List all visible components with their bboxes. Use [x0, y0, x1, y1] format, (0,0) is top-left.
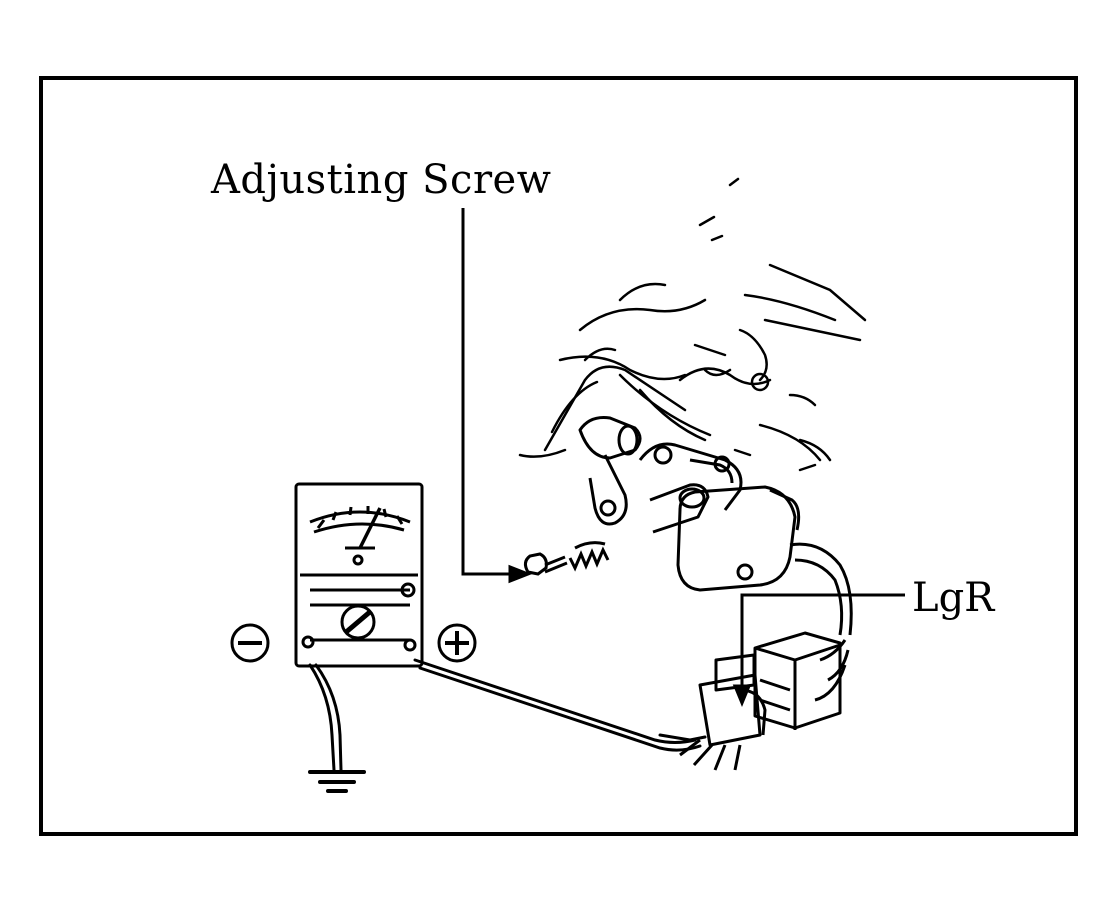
adjusting-screw-leader	[461, 208, 533, 584]
multimeter	[294, 482, 424, 668]
adjusting-screw-part	[523, 541, 610, 576]
positive-terminal-icon	[437, 623, 477, 663]
ground-symbol	[308, 770, 366, 793]
adjusting-screw-label: Adjusting Screw	[211, 157, 552, 203]
diagram-border	[39, 76, 1078, 836]
engine-block	[518, 177, 867, 472]
lgr-wire-label: LgR	[912, 575, 995, 621]
lgr-leader	[732, 593, 905, 707]
throttle-position-sensor	[578, 416, 853, 636]
negative-terminal-icon	[230, 623, 270, 663]
test-leads	[308, 658, 707, 772]
wiring-connector	[679, 631, 850, 771]
